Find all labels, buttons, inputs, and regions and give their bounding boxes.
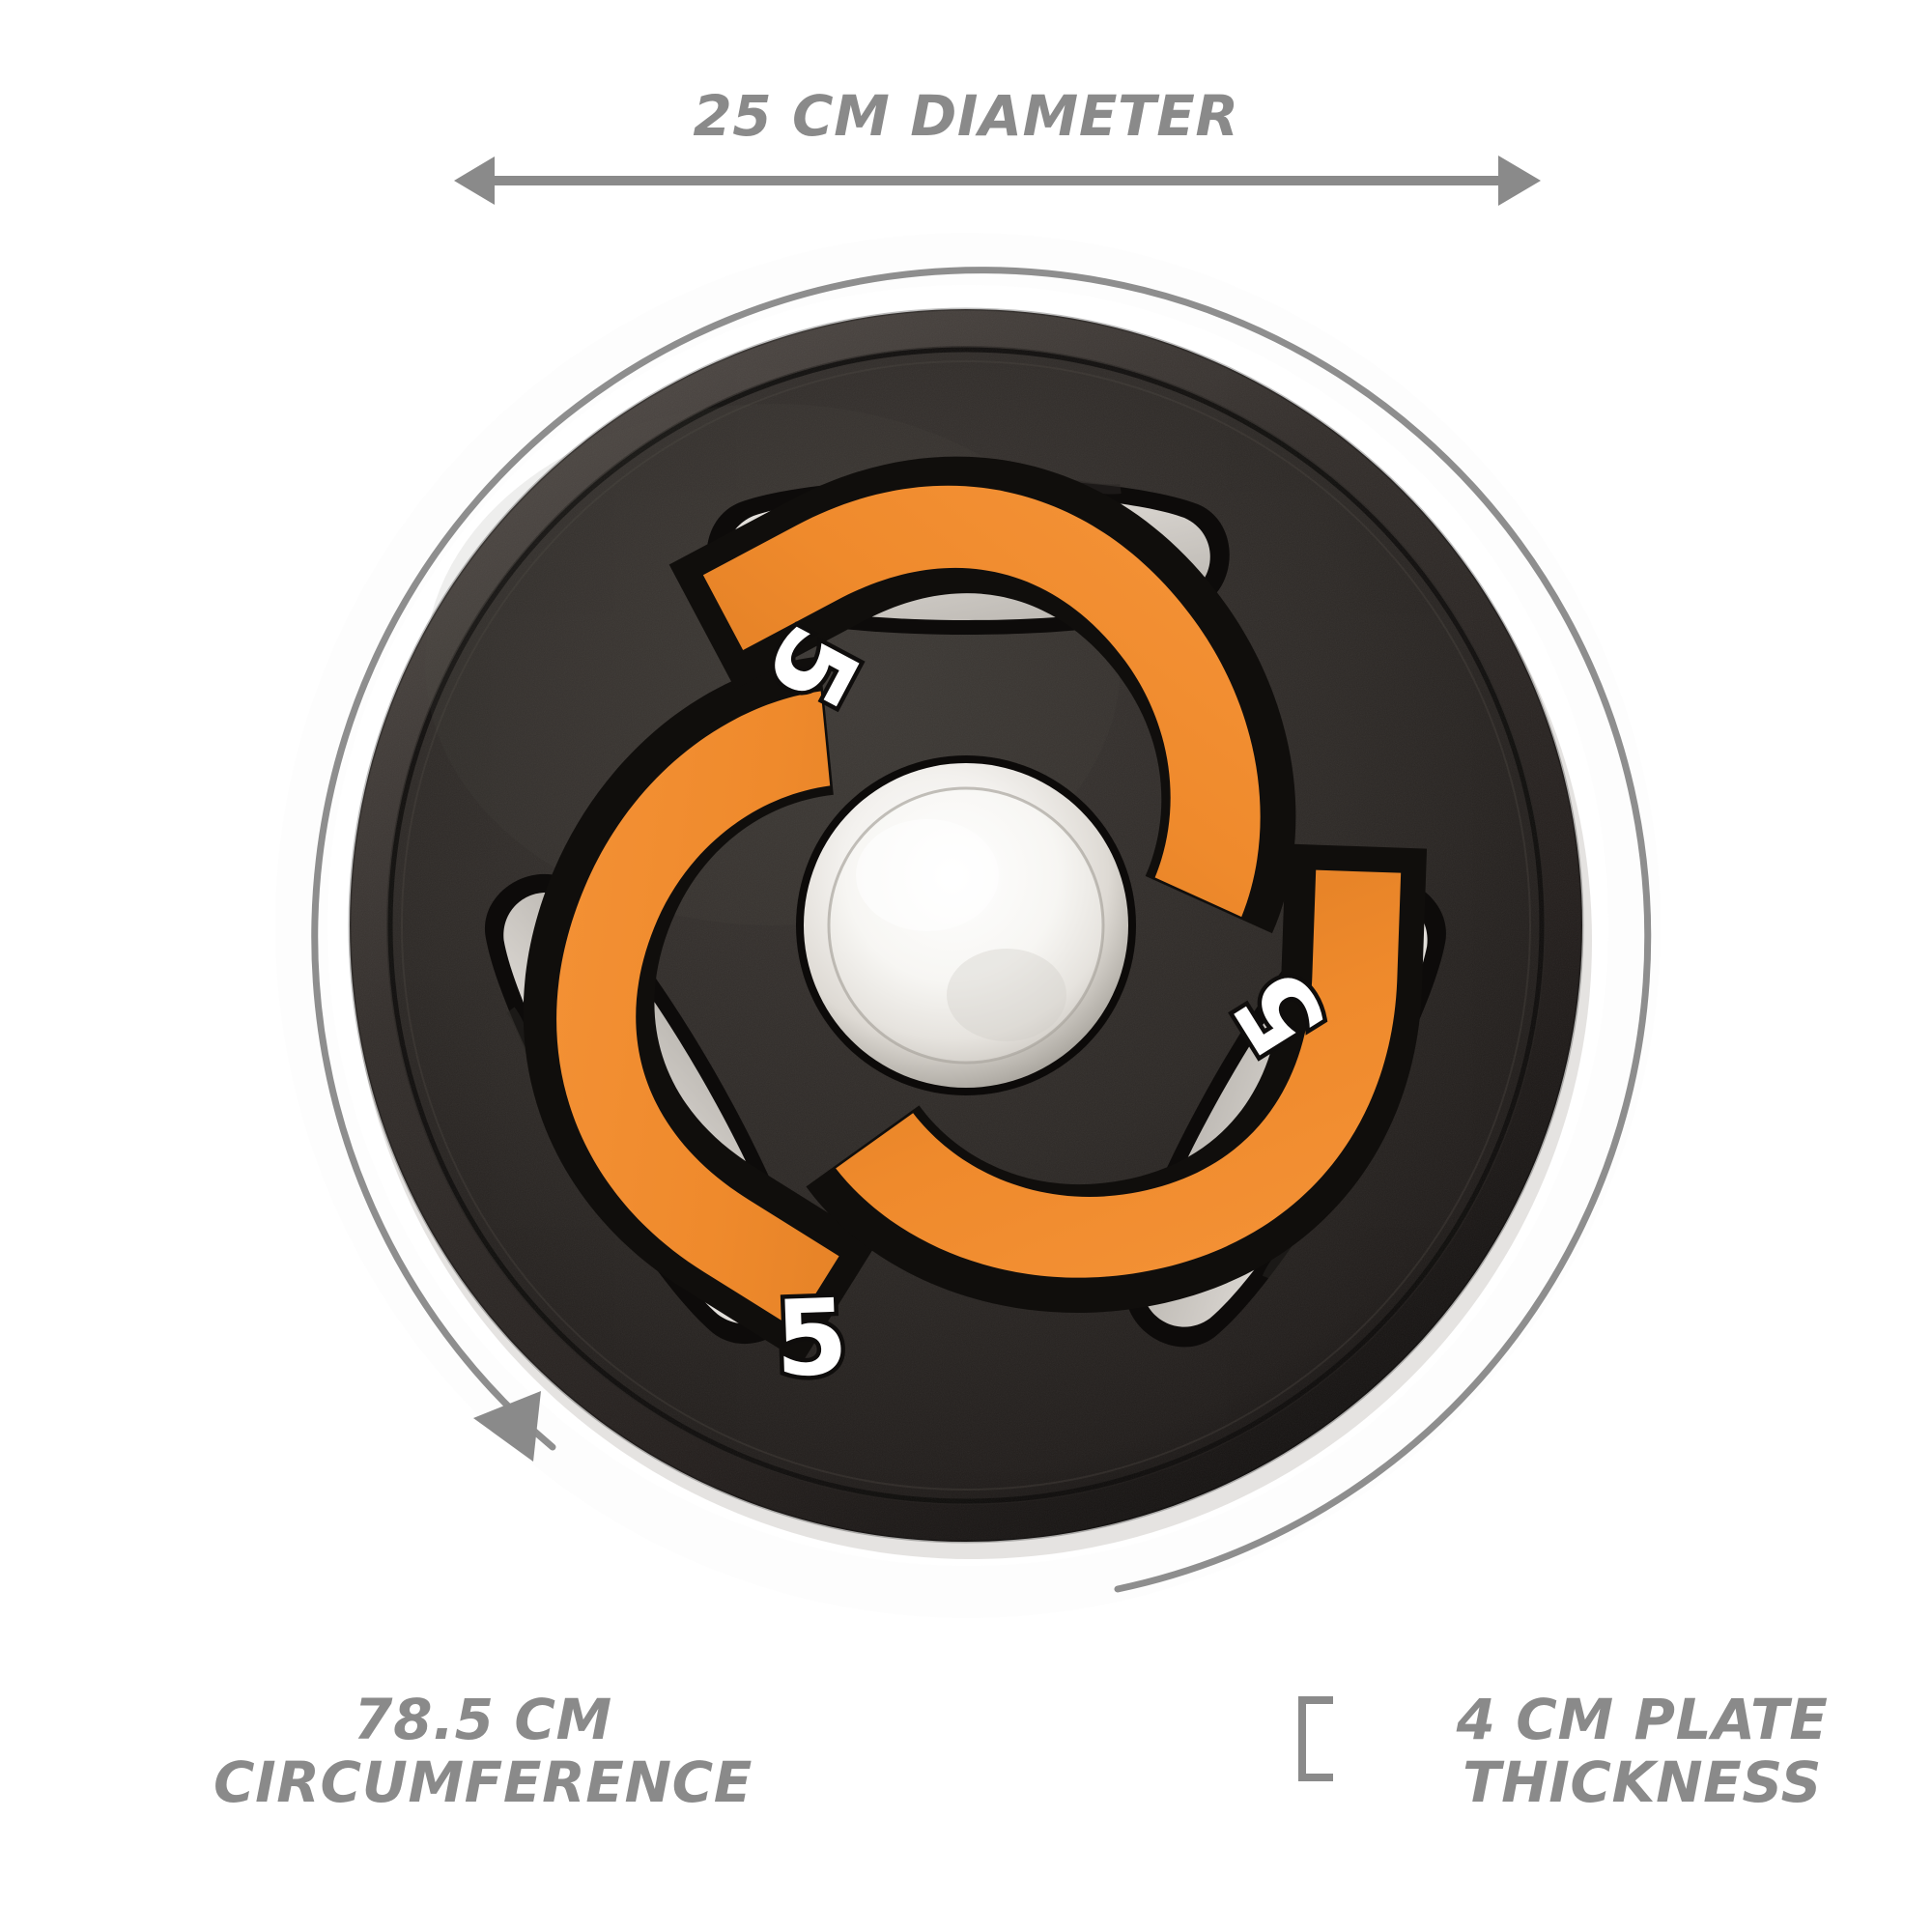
arrow-head-left-icon	[454, 156, 495, 205]
circumference-label-line2: CIRCUMFERENCE	[213, 1748, 753, 1815]
thickness-label-line2: THICKNESS	[1462, 1748, 1823, 1815]
circumference-label-line1: 78.5 CM	[354, 1687, 612, 1752]
weight-plate-photo: 5 5 5	[290, 249, 1642, 1602]
thickness-bracket-icon	[1298, 1696, 1333, 1781]
weight-number-3: 5	[773, 1277, 849, 1401]
orange-swoosh	[806, 843, 1428, 1313]
swoosh-orange-fill	[836, 869, 1402, 1278]
orange-swoosh	[668, 456, 1296, 934]
center-hub	[796, 755, 1136, 1095]
arrow-head-right-icon	[1498, 156, 1541, 206]
orange-swoosh	[523, 656, 877, 1363]
arrow-shaft	[493, 176, 1505, 185]
swoosh-orange-fill	[556, 691, 839, 1329]
diameter-label: 25 CM DIAMETER	[693, 83, 1239, 149]
orange-swoosh-set	[523, 456, 1428, 1363]
diameter-measurement-arrow	[454, 156, 1541, 206]
circumference-label: 78.5 CM CIRCUMFERENCE	[145, 1689, 821, 1814]
thickness-label: 4 CM PLATE THICKNESS	[1352, 1689, 1932, 1814]
thickness-label-line1: 4 CM PLATE	[1456, 1687, 1829, 1752]
swoosh-orange-fill	[702, 485, 1261, 918]
